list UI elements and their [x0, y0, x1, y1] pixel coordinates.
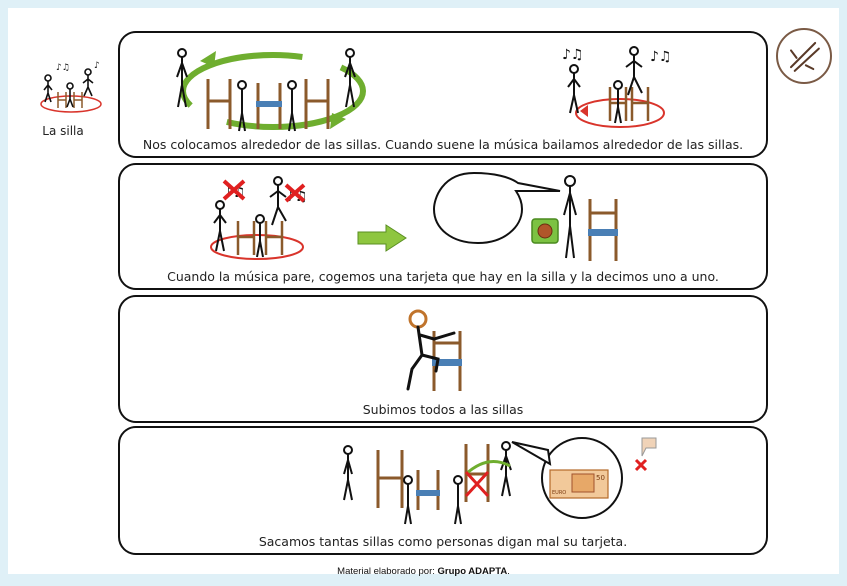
svg-text:EURO: EURO [552, 490, 566, 496]
activity-title: La silla [42, 124, 84, 138]
dancing-chairs-icon: ♪♫ ♪ [40, 61, 102, 113]
music-stopped-illustration: ♪♫ ♪♫ [210, 176, 308, 260]
svg-text:♪: ♪ [94, 61, 100, 71]
svg-text:50: 50 [596, 474, 605, 482]
step-1-caption: Nos colocamos alrededor de las sillas. C… [142, 137, 744, 152]
credits-suffix: . [507, 566, 510, 577]
step-3-panel: Subimos todos a las sillas [118, 295, 768, 423]
climbing-chair-illustration [406, 309, 462, 391]
svg-text:♪♫: ♪♫ [56, 63, 70, 73]
wrong-card-bubble-illustration: 50 EURO [511, 437, 623, 519]
speaking-card-illustration [432, 171, 618, 261]
credits-author: Grupo ADAPTA [437, 566, 508, 577]
step-4-caption: Sacamos tantas sillas como personas diga… [258, 534, 628, 549]
svg-text:♪♫: ♪♫ [562, 47, 584, 63]
step-4-panel: 50 EURO Sacamos tantas sillas como perso… [118, 426, 768, 555]
step-3-caption: Subimos todos a las sillas [362, 402, 524, 417]
remove-chairs-illustration [343, 441, 512, 525]
red-cross-icon [634, 458, 648, 472]
credits-prefix: Material elaborado por: [337, 566, 438, 577]
dancing-music-illustration: ♪♫ ♪♫ [562, 46, 670, 128]
svg-text:♪♫: ♪♫ [650, 49, 670, 65]
scissors-logo-icon [776, 28, 832, 84]
credits-footer: Material elaborado por: Grupo ADAPTA. [8, 566, 839, 577]
green-arrow-icon [357, 224, 407, 252]
step-2-caption: Cuando la música pare, cogemos una tarje… [167, 269, 719, 284]
speech-bubble-icon [432, 171, 561, 245]
thumb-down-icon [634, 437, 657, 472]
red-cross-icon [464, 470, 490, 498]
step-1-panel: ♪♫ ♪♫ Nos colocamos alrededor de las sil… [118, 31, 768, 158]
chairs-circle-illustration [176, 48, 366, 132]
red-cross-icon [222, 179, 306, 203]
step-2-panel: ♪♫ ♪♫ Cuando la música pare, cogemos una… [118, 163, 768, 290]
worksheet: ♪♫ ♪ La silla [8, 8, 839, 577]
